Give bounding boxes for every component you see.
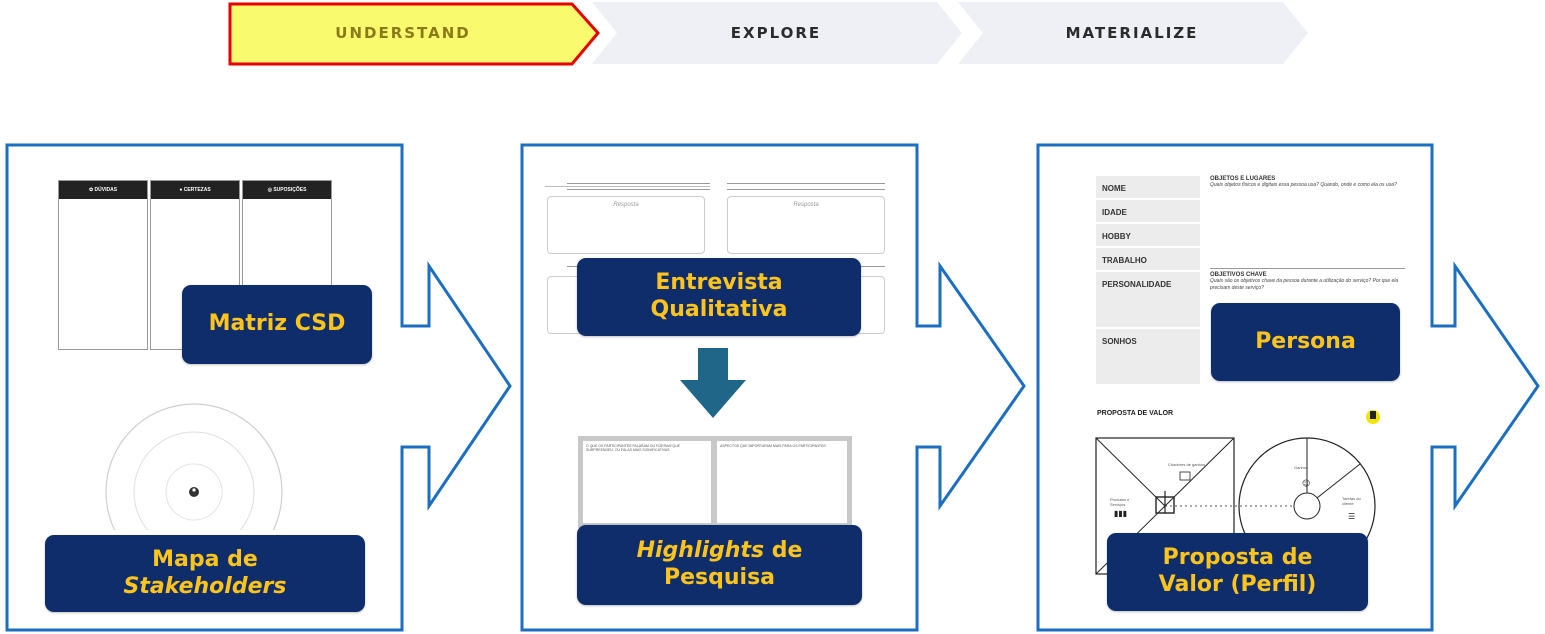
stage-chevrons	[228, 2, 1308, 66]
tag-highlights-line1: Highlights de	[636, 538, 803, 564]
vp-jobs-label: Tarefas do cliente	[1342, 496, 1361, 506]
persona-objects-section: OBJETOS E LUGARES Quais objetos físicos …	[1210, 176, 1405, 189]
tag-highlights-line2: Pesquisa	[663, 565, 776, 590]
tag-matriz-csd-label: Matriz CSD	[208, 311, 346, 337]
tag-entrevista-line2: Qualitativa	[650, 297, 788, 322]
tag-highlights-italic: Highlights	[636, 538, 765, 564]
stage-understand-chevron[interactable]	[228, 2, 600, 66]
stakeholder-map-thumbnail	[105, 403, 283, 530]
lightbulb-icon: ◎	[267, 187, 272, 193]
checklist-icon: ☰	[1348, 512, 1355, 521]
tag-entrevista-line1: Entrevista	[655, 270, 783, 296]
csd-column-assumptions-title: SUPOSIÇÕES	[273, 187, 307, 193]
tag-highlights-pesquisa[interactable]: Highlights de Pesquisa	[577, 525, 862, 605]
highlights-thumbnail: O QUE OS PARTICIPANTES FALARAM OU FIZERA…	[578, 436, 852, 528]
csd-column-doubts: ✿ DÚVIDAS	[58, 180, 148, 350]
tag-mapa-stakeholders-line1: Mapa de	[152, 546, 258, 572]
tag-proposta-line2: Valor (Perfil)	[1158, 572, 1317, 597]
panel-2-arrow-outline	[520, 143, 1026, 632]
stage-explore-label: EXPLORE	[730, 24, 822, 42]
vp-gains-creators-label: Criadores de ganhos	[1168, 462, 1206, 467]
tag-entrevista-qualitativa[interactable]: Entrevista Qualitativa	[577, 258, 861, 336]
persona-field-personalidade: PERSONALIDADE	[1096, 272, 1200, 327]
tag-persona[interactable]: Persona	[1211, 303, 1400, 381]
highlights-col1-title: O QUE OS PARTICIPANTES FALARAM OU FIZERA…	[586, 444, 680, 453]
highlights-col2-title: ASPECTOS QUE IMPORTARAM MAIS PARA OS PAR…	[720, 444, 826, 448]
vp-gains-label: Ganhos	[1294, 465, 1309, 470]
persona-goals-section: OBJETIVOS CHAVE Quais são os objetivos c…	[1210, 272, 1405, 291]
panel-1-arrow-outline	[5, 143, 512, 632]
persona-field-nome: NOME	[1096, 176, 1200, 198]
persona-field-trabalho: TRABALHO	[1096, 248, 1200, 270]
stage-materialize-chevron[interactable]	[958, 2, 1308, 64]
csd-column-doubts-title: DÚVIDAS	[94, 187, 118, 193]
tag-proposta-valor[interactable]: Proposta de Valor (Perfil)	[1107, 533, 1368, 611]
persona-objects-text: Quais objetos físicos e digitais essa pe…	[1210, 182, 1397, 188]
tag-proposta-line1: Proposta de	[1162, 545, 1313, 571]
answer-box-2: Resposta	[727, 196, 885, 254]
persona-field-idade: IDADE	[1096, 200, 1200, 222]
vp-products-label: Produtos e Serviços	[1110, 497, 1130, 507]
persona-field-hobby: HOBBY	[1096, 224, 1200, 246]
leaf-icon: ✿	[88, 187, 94, 193]
answer-box-1: Resposta	[547, 196, 705, 254]
stage-materialize-label: MATERIALIZE	[1065, 24, 1199, 42]
down-arrow-icon	[680, 348, 746, 418]
tag-mapa-stakeholders-line2: Stakeholders	[123, 573, 287, 599]
persona-goals-text: Quais são os objetivos chave da pessoa d…	[1210, 278, 1399, 291]
csd-column-certainties-title: CERTEZAS	[183, 187, 211, 193]
drop-icon: ●	[179, 187, 183, 193]
stage-understand-label: UNDERSTAND	[335, 24, 471, 42]
vp-title: PROPOSTA DE VALOR	[1097, 410, 1174, 417]
smile-icon: ☺	[1302, 479, 1310, 488]
person-icon	[189, 487, 199, 497]
tag-matriz-csd[interactable]: Matriz CSD	[182, 285, 372, 364]
stage-explore-chevron[interactable]	[592, 2, 962, 64]
tag-mapa-stakeholders[interactable]: Mapa de Stakeholders	[45, 535, 365, 612]
persona-objects-title: OBJETOS E LUGARES	[1210, 176, 1276, 182]
chart-icon	[1179, 471, 1191, 481]
panel-3-arrow-outline	[1036, 143, 1540, 632]
persona-field-sonhos: SONHOS	[1096, 329, 1200, 384]
persona-goals-title: OBJETIVOS CHAVE	[1210, 272, 1267, 278]
products-icon: ▮▮▮	[1114, 509, 1127, 518]
tag-persona-label: Persona	[1255, 328, 1356, 354]
